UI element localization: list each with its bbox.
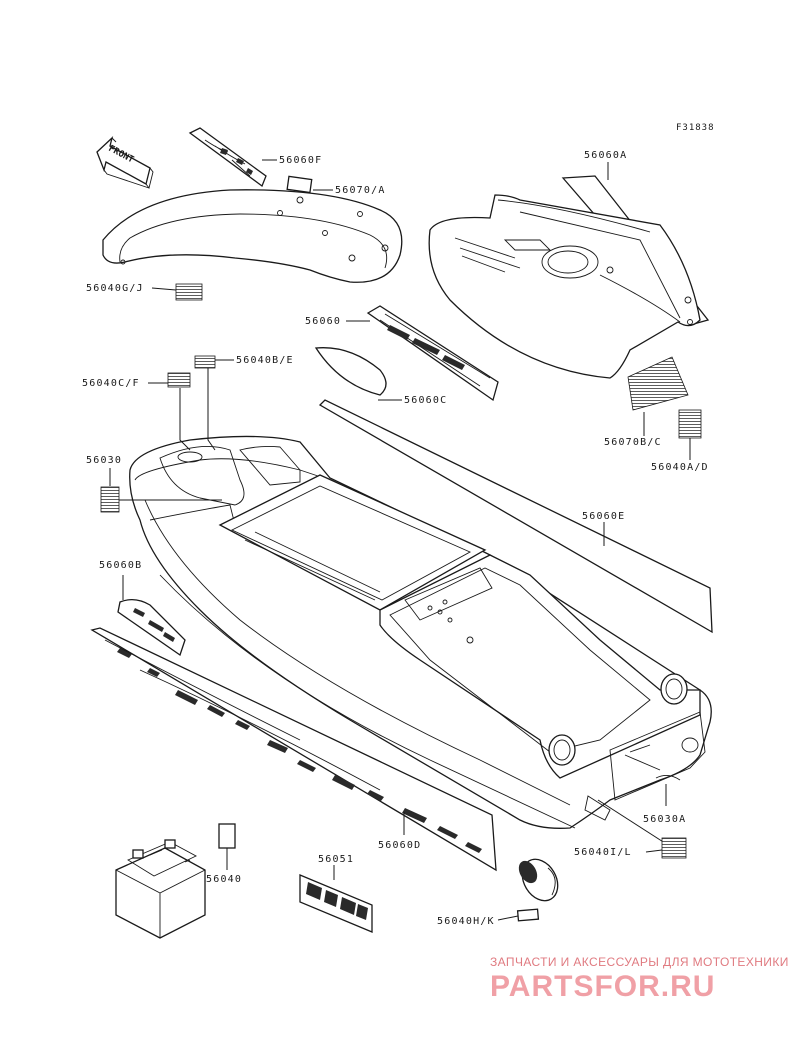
fuel-cap bbox=[518, 858, 559, 902]
decal-56060b bbox=[117, 598, 186, 657]
label-56060e: 56060E bbox=[582, 511, 625, 522]
label-56060f: 56060F bbox=[279, 155, 322, 166]
label-56070a: 56070/A bbox=[335, 185, 386, 196]
sticker-56040cf bbox=[167, 372, 191, 388]
label-56060: 56060 bbox=[305, 316, 341, 327]
label-56040hk: 56040H/K bbox=[437, 916, 495, 927]
emblem-56051 bbox=[299, 874, 373, 933]
front-arrow-icon: FRONT bbox=[96, 136, 154, 190]
label-56030: 56030 bbox=[86, 455, 122, 466]
sticker-56040gj bbox=[175, 283, 203, 301]
sticker-56030 bbox=[100, 486, 120, 513]
label-56051: 56051 bbox=[318, 854, 354, 865]
label-56040gj: 56040G/J bbox=[86, 283, 144, 294]
label-56060b: 56060B bbox=[99, 560, 142, 571]
hull-body bbox=[129, 435, 712, 829]
engine-cover bbox=[428, 194, 701, 379]
label-56040il: 56040I/L bbox=[574, 847, 632, 858]
front-hood bbox=[102, 189, 403, 283]
label-56040ad: 56040A/D bbox=[651, 462, 709, 473]
decal-56060-kawasaki bbox=[366, 305, 499, 402]
battery bbox=[115, 839, 206, 939]
label-sticker-56070a bbox=[286, 175, 313, 194]
label-56040: 56040 bbox=[206, 874, 242, 885]
sticker-56070bc bbox=[627, 356, 689, 411]
decal-56060c bbox=[314, 347, 387, 396]
label-56030a: 56030A bbox=[643, 814, 686, 825]
sticker-56040 bbox=[218, 823, 236, 849]
label-56060a: 56060A bbox=[584, 150, 627, 161]
label-56040be: 56040B/E bbox=[236, 355, 294, 366]
decal-56060f bbox=[188, 127, 267, 188]
figure-id: F31838 bbox=[676, 123, 715, 133]
decal-56060d bbox=[90, 627, 497, 872]
sticker-56040ad bbox=[678, 409, 702, 439]
clip-56030a bbox=[655, 775, 681, 781]
label-56060c: 56060C bbox=[404, 395, 447, 406]
watermark-subtitle: ЗАПЧАСТИ И АКСЕССУАРЫ ДЛЯ МОТОТЕХНИКИ bbox=[490, 955, 789, 969]
decal-56060e bbox=[318, 399, 713, 634]
label-56040cf: 56040C/F bbox=[82, 378, 140, 389]
label-56060d: 56060D bbox=[378, 840, 421, 851]
sticker-56040be bbox=[194, 355, 216, 369]
label-56070bc: 56070B/C bbox=[604, 437, 662, 448]
sticker-56040il bbox=[661, 837, 687, 859]
sticker-56040hk bbox=[516, 908, 540, 922]
watermark-brand: PARTSFOR.RU bbox=[490, 970, 715, 1003]
